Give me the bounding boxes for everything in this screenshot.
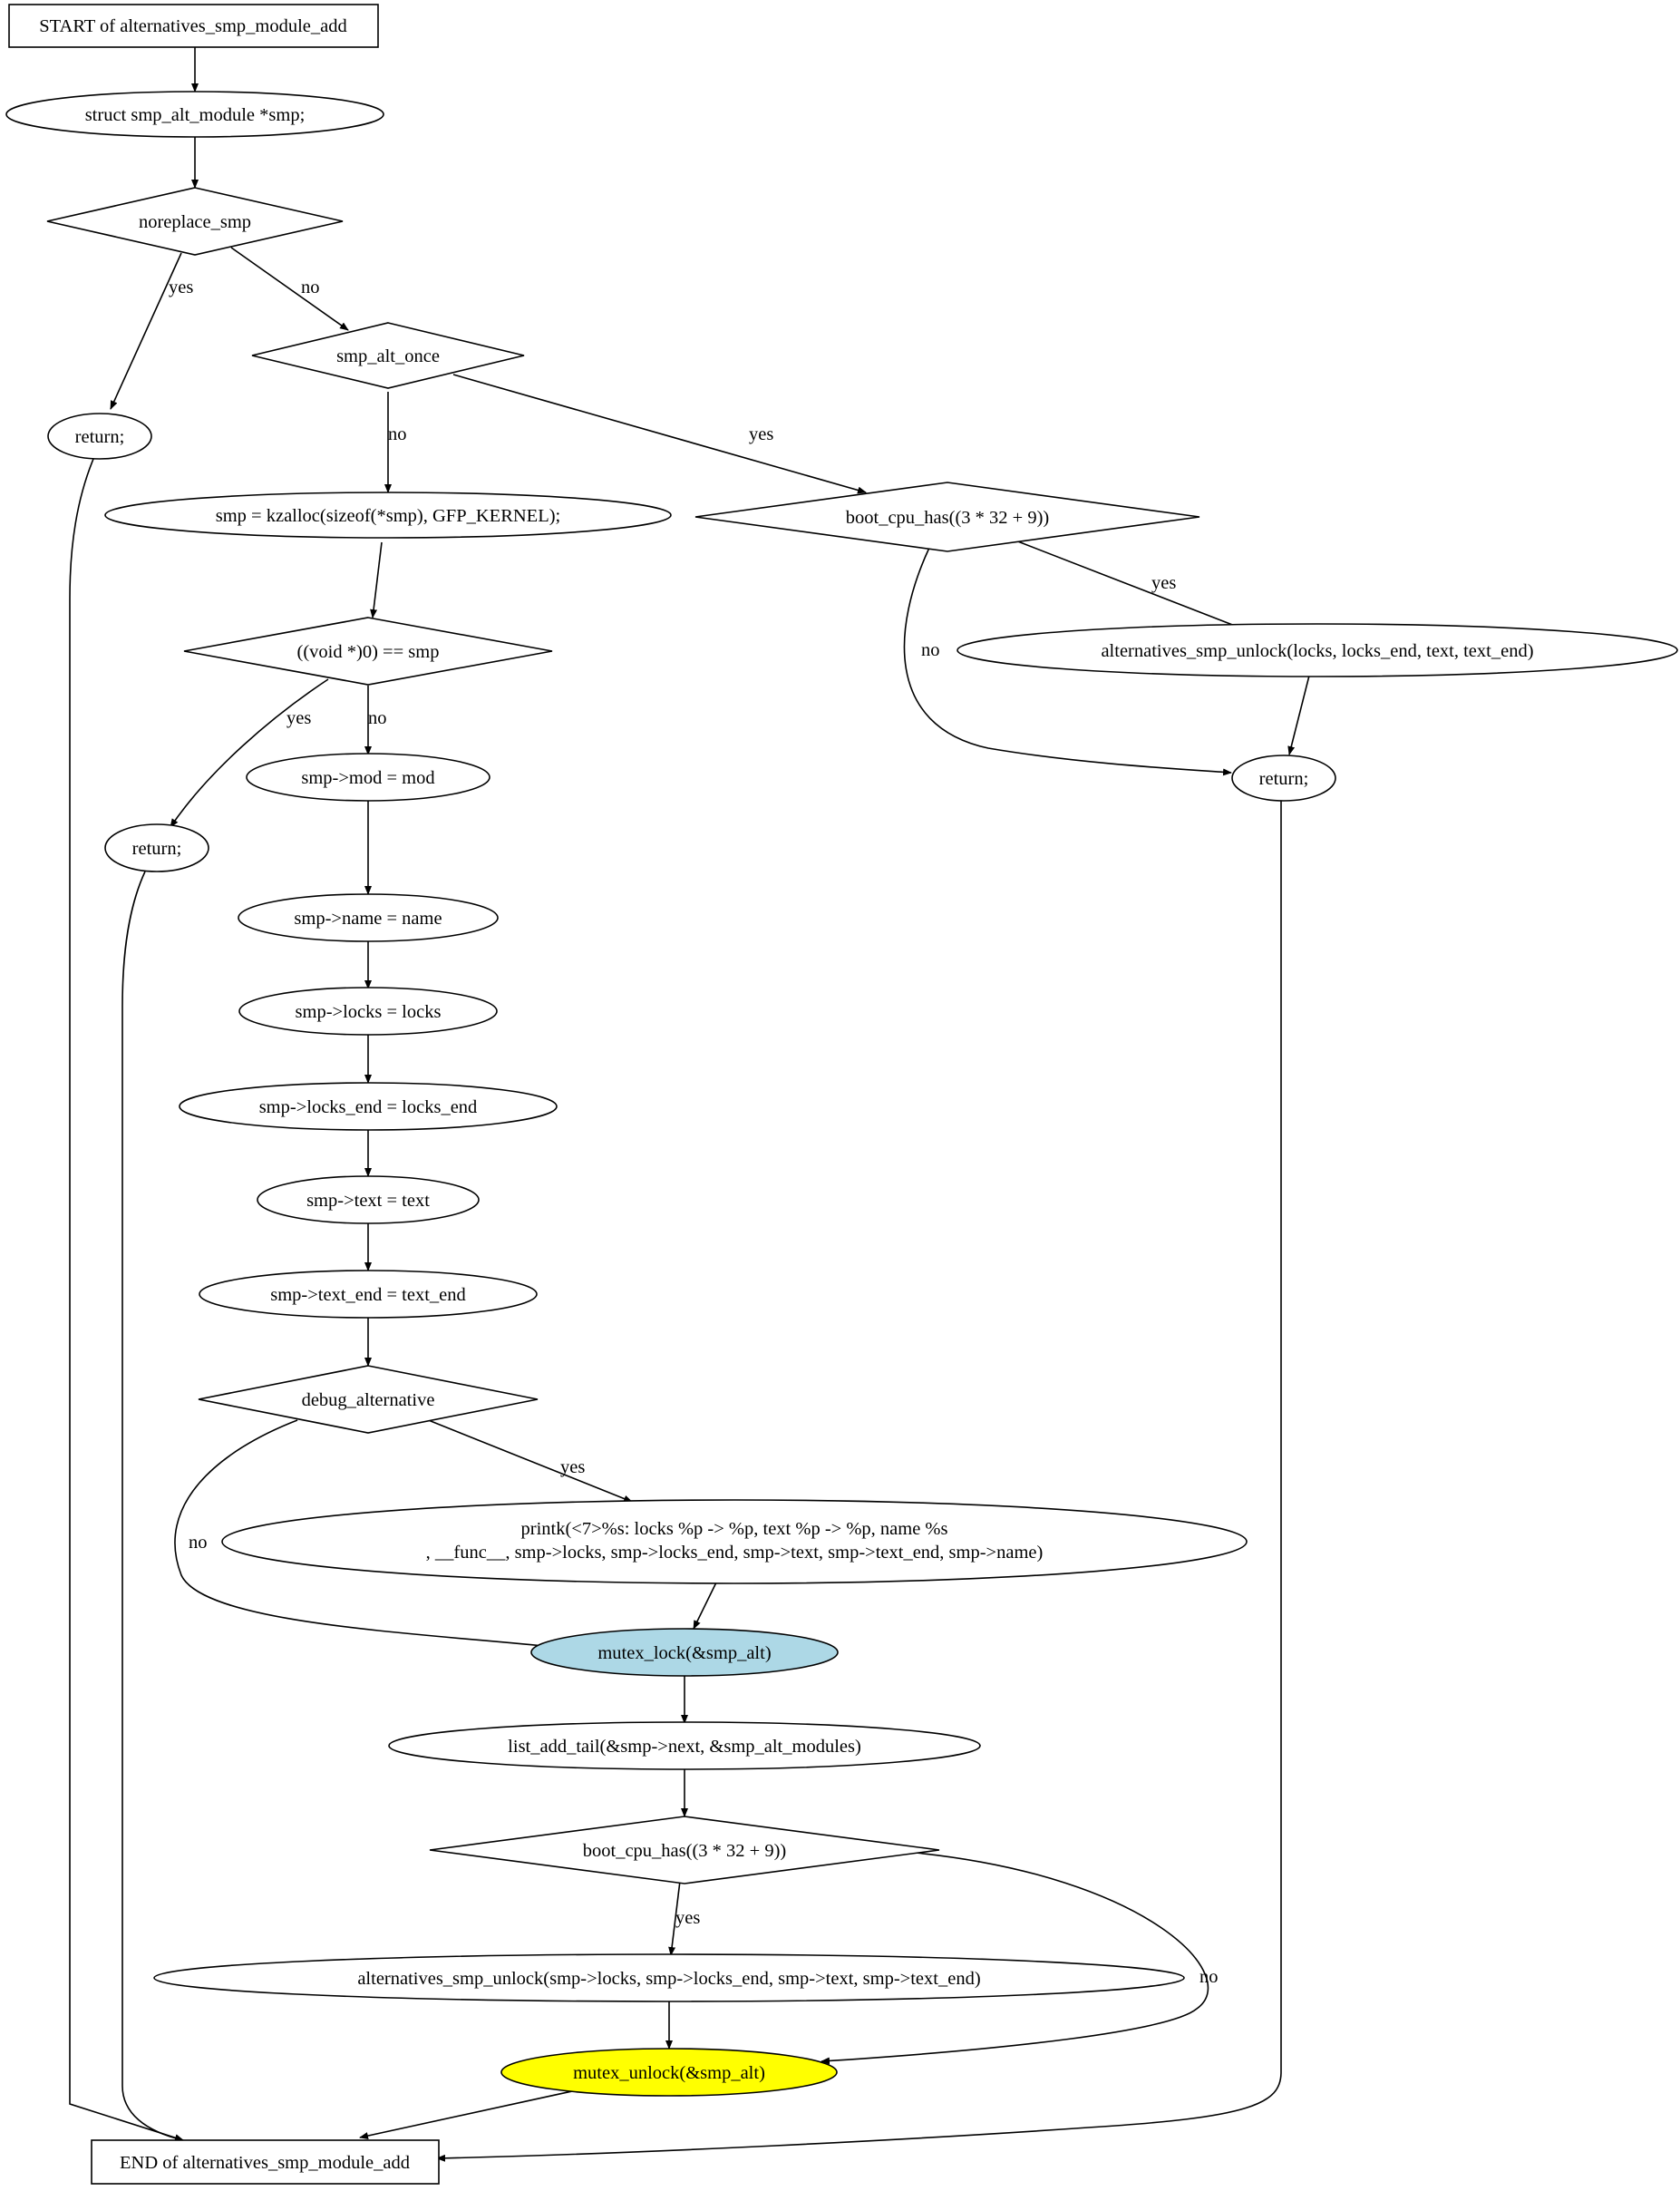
edge-bootcpu1-unlock1	[1015, 540, 1252, 633]
edge-labels: yes no no yes yes no yes no yes no yes n…	[169, 278, 1219, 1987]
start-node	[8, 4, 379, 48]
mod-node	[246, 753, 490, 802]
kzalloc-node	[104, 492, 672, 539]
edges	[69, 47, 1310, 2162]
edge-kzalloc-nullcheck	[370, 541, 383, 618]
name-node	[238, 893, 499, 942]
once-decision	[251, 322, 525, 389]
mutex-lock-node-label: mutex_lock(&smp_alt)	[597, 1643, 771, 1663]
bootcpu2-decision-label: boot_cpu_has((3 * 32 + 9))	[583, 1841, 787, 1861]
text-node-label: smp->text = text	[306, 1191, 430, 1211]
listadd-node	[388, 1721, 981, 1770]
edge-printk-mutexlock	[693, 1582, 717, 1630]
decl-node	[5, 91, 384, 138]
label-noreplace-no: no	[301, 278, 320, 297]
mutex-unlock-node-label: mutex_unlock(&smp_alt)	[573, 2063, 765, 2083]
locks-node-label: smp->locks = locks	[296, 1002, 442, 1022]
bootcpu1-decision	[694, 482, 1200, 552]
mutex-unlock-node	[500, 2048, 838, 2097]
label-bootcpu2-no: no	[1199, 1967, 1219, 1987]
label-once-no: no	[388, 424, 407, 444]
edge-bootcpu1-return3	[903, 547, 1232, 776]
label-nullcheck-no: no	[368, 708, 387, 728]
listadd-node-label: list_add_tail(&smp->next, &smp_alt_modul…	[508, 1737, 861, 1757]
label-bootcpu2-yes: yes	[675, 1908, 700, 1928]
unlock1-node	[957, 623, 1678, 677]
unlock1-node-label: alternatives_smp_unlock(locks, locks_end…	[1101, 641, 1533, 661]
nullcheck-decision-label: ((void *)0) == smp	[297, 642, 440, 662]
start-node-label: START of alternatives_smp_module_add	[39, 16, 347, 36]
label-bootcpu1-no: no	[921, 640, 940, 660]
printk-node	[221, 1499, 1248, 1584]
textend-node-label: smp->text_end = text_end	[270, 1285, 466, 1305]
edge-bootcpu2-unlock2	[668, 1880, 681, 1956]
mod-node-label: smp->mod = mod	[301, 768, 434, 788]
label-bootcpu1-yes: yes	[1151, 573, 1176, 593]
label-debug-yes: yes	[560, 1457, 585, 1477]
end-node	[91, 2139, 440, 2185]
return3-node-label: return;	[1259, 769, 1309, 789]
label-debug-no: no	[189, 1533, 208, 1553]
edge-once-bootcpu1	[452, 374, 867, 494]
bootcpu1-decision-label: boot_cpu_has((3 * 32 + 9))	[846, 508, 1050, 528]
printk-node-line2: , __func__, smp->locks, smp->locks_end, …	[426, 1543, 1044, 1563]
decl-node-label: struct smp_alt_module *smp;	[85, 105, 306, 125]
noreplace-decision-label: noreplace_smp	[139, 212, 251, 232]
locksend-node-label: smp->locks_end = locks_end	[259, 1097, 478, 1117]
edge-return3-end	[436, 801, 1282, 2162]
mutex-lock-node	[530, 1628, 839, 1677]
debug-decision-label: debug_alternative	[302, 1390, 435, 1410]
return2-node	[104, 823, 209, 872]
edge-debug-printk	[425, 1418, 633, 1503]
kzalloc-node-label: smp = kzalloc(sizeof(*smp), GFP_KERNEL);	[216, 506, 561, 526]
textend-node	[199, 1270, 538, 1319]
edge-debug-mutexlock	[174, 1419, 554, 1651]
label-once-yes: yes	[749, 424, 773, 444]
printk-node-line1: printk(<7>%s: locks %p -> %p, text %p ->…	[521, 1519, 948, 1539]
return2-node-label: return;	[132, 839, 182, 859]
label-noreplace-yes: yes	[169, 278, 193, 297]
edge-unlock1-return3	[1287, 675, 1310, 755]
debug-decision	[198, 1365, 539, 1434]
locksend-node	[179, 1082, 558, 1131]
noreplace-decision	[46, 187, 344, 256]
edge-noreplace-once	[230, 247, 349, 331]
bootcpu2-decision	[429, 1816, 940, 1884]
edge-return2-end	[121, 871, 184, 2142]
unlock2-node	[153, 1953, 1185, 2002]
return1-node	[47, 413, 152, 460]
end-node-label: END of alternatives_smp_module_add	[120, 2153, 410, 2173]
text-node	[257, 1175, 480, 1224]
return3-node	[1231, 755, 1336, 802]
locks-node	[238, 987, 498, 1036]
edge-bootcpu2-mutexunlock	[821, 1852, 1209, 2065]
unlock2-node-label: alternatives_smp_unlock(smp->locks, smp-…	[357, 1969, 980, 1989]
edge-noreplace-return1	[110, 252, 182, 410]
edge-return1-end	[69, 458, 184, 2142]
name-node-label: smp->name = name	[294, 909, 442, 929]
edge-nullcheck-return2	[170, 678, 329, 828]
return1-node-label: return;	[75, 427, 125, 447]
edge-mutexunlock-end	[359, 2089, 581, 2139]
label-nullcheck-yes: yes	[286, 708, 311, 728]
once-decision-label: smp_alt_once	[336, 346, 440, 366]
nullcheck-decision	[183, 617, 553, 686]
nodes: START of alternatives_smp_module_add str…	[5, 4, 1678, 2185]
